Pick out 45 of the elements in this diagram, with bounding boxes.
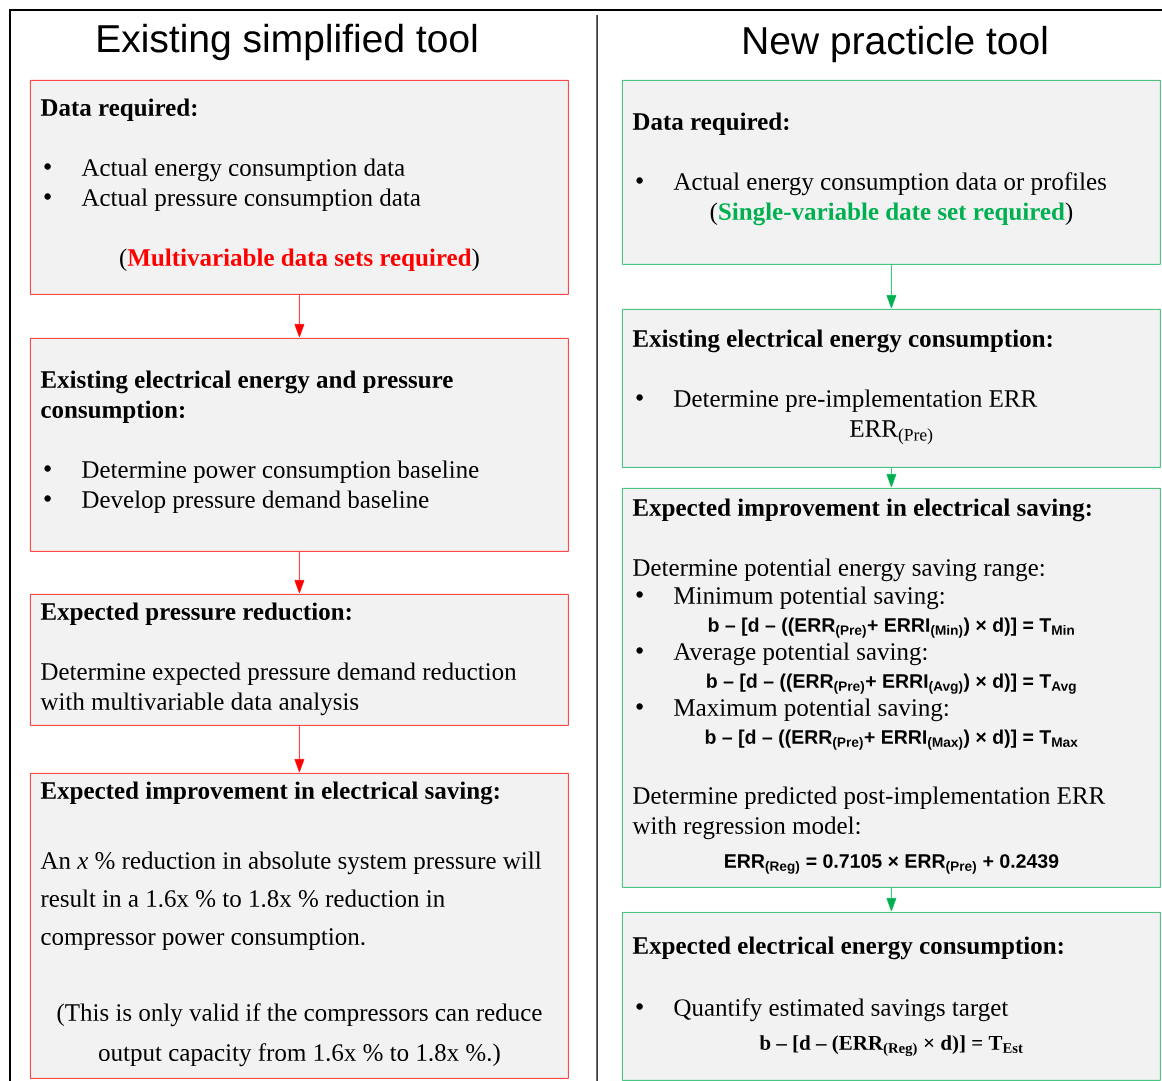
formula: b – [d – (ERR$_{(Reg)}$ × d)] = T$_{Est}$ [759,1035,1023,1057]
formula: b – [d – ((ERR$_{(Pre)}$+ ERRI$_{(Avg)}$) × d)] = T$_{Avg}$ [707,673,1076,694]
arrow [886,467,897,488]
box-heading: Expected pressure reduction: [40,602,351,626]
formula: ERR$_{(Pre)}$ [850,420,933,445]
bullet-item: Minimum potential saving: [636,586,944,610]
box-heading: Expected improvement in electrical saving: [632,498,1091,522]
process-box [30,338,569,552]
bullet-item: Average potential saving: [636,642,927,666]
arrow [886,887,897,912]
note-text: (Single-variable date set required) [710,202,1073,226]
box-heading: Data required: [40,98,197,122]
process-box [622,912,1161,1081]
note-text: (This is only valid if the compressors can reduce output capacity from 1.6x % to 1.8x %.) [57,1003,542,1067]
process-box [30,80,569,295]
formula: b – [d – ((ERR$_{(Pre)}$+ ERRI$_{(Min)}$) × d)] = T$_{Min}$ [708,617,1074,638]
box-heading: Expected electrical energy consumption: [632,936,1063,960]
process-box [622,309,1161,468]
process-box [622,80,1161,265]
bullet-item: Determine pre-implementation ERR [636,389,1038,413]
bullet-item: Quantify estimated savings target [636,998,1009,1022]
formula: b – [d – ((ERR$_{(Pre)}$+ ERRI$_{(Max)}$) × d)] = T$_{Max}$ [705,729,1078,750]
box-heading: Data required: [632,112,789,136]
process-box [622,488,1161,888]
body-text: Determine expected pressure demand reduction with multivariable data analysis [40,662,517,716]
arrow [886,264,897,309]
bullet-item: Actual energy consumption data or profiles [636,172,1106,196]
note-text: (Multivariable data sets required) [120,248,479,272]
box-heading: Existing electrical energy consumption: [632,329,1052,353]
bullet-item: Actual energy consumption data [44,158,405,182]
arrow [294,551,305,594]
body-text: An x % reduction in absolute system pressure will result in a 1.6x % to 1.8x % reduction in compressor power consumption. [40,851,542,951]
body-text: Determine potential energy saving range: [633,558,1044,582]
body-text: Determine predicted post-implementation ERR with regression model: [632,786,1106,840]
bullet-item: Develop pressure demand baseline [44,490,429,514]
box-heading: Expected improvement in electrical saving: [40,781,499,805]
bullet-item: Actual pressure consumption data [44,188,421,212]
box-heading: Existing electrical energy and pressure consumption: [40,370,453,424]
process-box [30,594,569,726]
process-box [30,773,569,1079]
bullet-item: Maximum potential saving: [636,698,948,722]
arrow [294,294,305,338]
formula: ERR$_{(Reg)}$ = 0.7105 × ERR$_{(Pre)}$ + 0.2439 [725,854,1059,874]
arrow [294,725,305,773]
bullet-item: Determine power consumption baseline [44,460,479,484]
